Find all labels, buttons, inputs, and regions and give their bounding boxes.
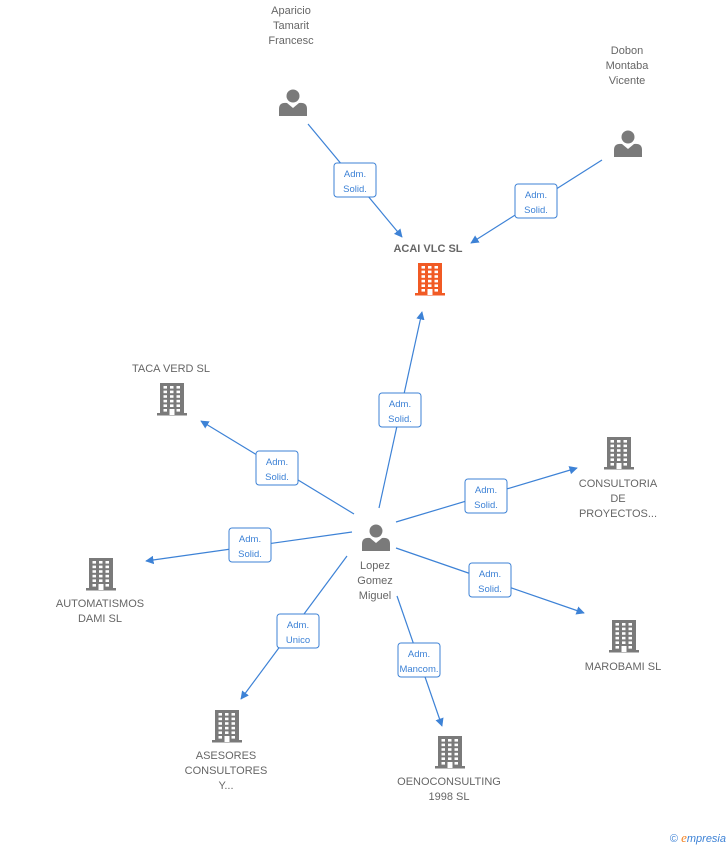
person-icon[interactable]: [362, 524, 390, 552]
company-name: DAMI SL: [78, 613, 122, 625]
brand-initial: e: [681, 830, 687, 845]
building-icon[interactable]: [435, 736, 465, 769]
edge-label-box[interactable]: [397, 642, 441, 678]
edge-label-text: Adm.: [408, 649, 430, 660]
edge-label-box[interactable]: [276, 613, 320, 649]
person-icon[interactable]: [279, 89, 307, 117]
edge-label-text: Solid.: [238, 549, 262, 560]
edge-label-text: Adm.: [475, 485, 497, 496]
edge-label-text: Solid.: [474, 500, 498, 511]
company-name: MAROBAMI SL: [585, 661, 661, 673]
edge-label-text: Solid.: [524, 205, 548, 216]
edge-label-box[interactable]: [514, 183, 558, 219]
company-name: TACA VERD SL: [132, 363, 210, 375]
footer-brand: © empresia: [670, 830, 726, 846]
person-name: Dobon: [611, 45, 643, 57]
company-name: AUTOMATISMOS: [56, 598, 144, 610]
edge-label-box[interactable]: [378, 392, 422, 428]
person-name: Vicente: [609, 75, 646, 87]
company-name: CONSULTORIA: [579, 478, 658, 490]
person-name: Francesc: [268, 35, 314, 47]
building-icon[interactable]: [157, 383, 187, 416]
edge-label-box[interactable]: [255, 450, 299, 486]
edge-label-box[interactable]: [333, 162, 377, 198]
person-name: Aparicio: [271, 5, 311, 17]
edge-label-box[interactable]: [228, 527, 272, 563]
company-name: 1998 SL: [429, 791, 470, 803]
building-icon[interactable]: [609, 620, 639, 653]
edge-label-text: Solid.: [478, 584, 502, 595]
copyright-symbol: ©: [669, 833, 679, 845]
company-name: CONSULTORES: [185, 765, 268, 777]
building-icon[interactable]: [604, 437, 634, 470]
edge-label-text: Adm.: [389, 399, 411, 410]
edge-label-text: Solid.: [265, 472, 289, 483]
person-icon[interactable]: [614, 130, 642, 158]
person-name: Lopez: [360, 560, 390, 572]
person-name: Tamarit: [273, 20, 309, 32]
edge-label-text: Adm.: [266, 457, 288, 468]
company-name: PROYECTOS...: [579, 508, 657, 520]
edge-label-text: Mancom.: [399, 664, 438, 675]
building-icon[interactable]: [212, 710, 242, 743]
edge-label-text: Adm.: [239, 534, 261, 545]
person-name: Miguel: [359, 590, 391, 602]
company-name: OENOCONSULTING: [397, 776, 501, 788]
building-icon[interactable]: [86, 558, 116, 591]
company-name: DE: [610, 493, 625, 505]
person-name: Gomez: [357, 575, 392, 587]
edge-label-text: Adm.: [344, 169, 366, 180]
edge-label-text: Solid.: [388, 414, 412, 425]
building-icon[interactable]: [415, 263, 445, 296]
edge-label-text: Unico: [286, 635, 310, 646]
edge-label-text: Solid.: [343, 184, 367, 195]
company-name: ACAI VLC SL: [393, 243, 462, 255]
brand-name: mpresia: [686, 833, 726, 845]
company-name: Y...: [218, 780, 233, 792]
edge-label-text: Adm.: [287, 620, 309, 631]
edge-label-box[interactable]: [464, 478, 508, 514]
person-name: Montaba: [606, 60, 650, 72]
edge-label-text: Adm.: [525, 190, 547, 201]
company-name: ASESORES: [196, 750, 257, 762]
edge-label-box[interactable]: [468, 562, 512, 598]
edge-label-text: Adm.: [479, 569, 501, 580]
